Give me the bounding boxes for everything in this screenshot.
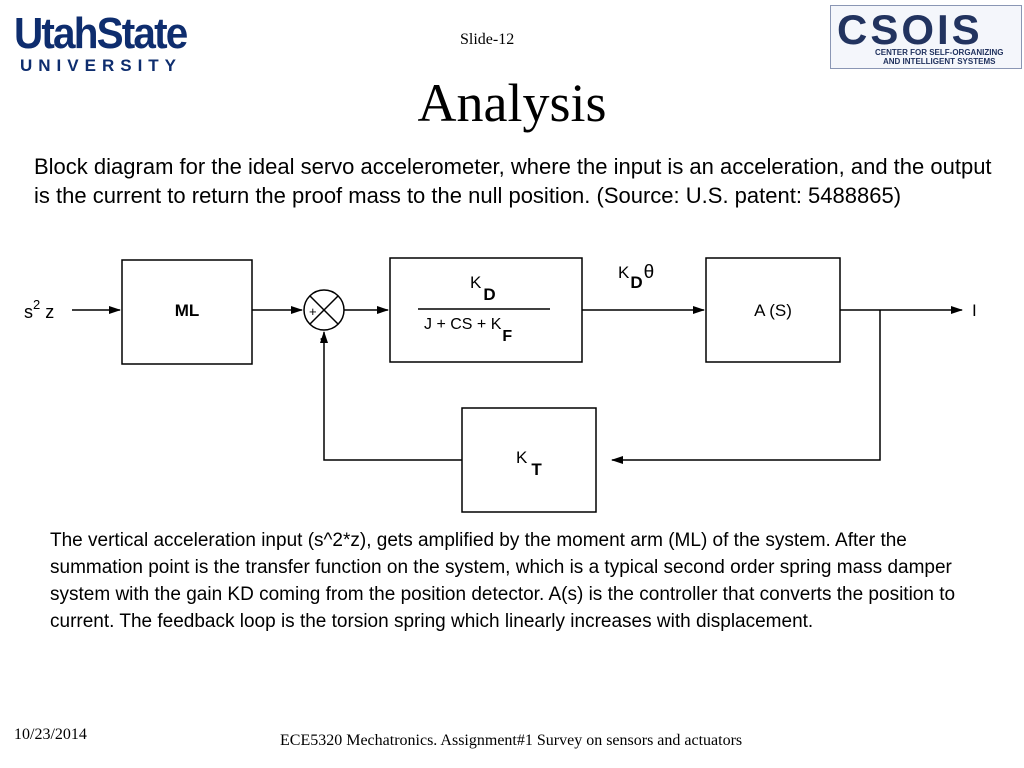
feedback-block [461,407,597,513]
block-diagram: s2 z ML + - KD J + CS + KF KDθ A (S) I K… [24,257,977,513]
mid-signal-label: KDθ [618,262,654,292]
sum-plus-sign: + [309,304,317,319]
output-label: I [972,301,977,320]
tf-denominator: J + CS + KF [424,316,512,345]
ml-block [121,259,253,365]
footer-date: 10/23/2014 [14,726,87,743]
logo-wordmark: UtahState [14,9,188,58]
sum-minus-sign: - [320,330,325,347]
intro-paragraph: Block diagram for the ideal servo accele… [34,154,992,208]
csois-subtitle-line2: AND INTELLIGENT SYSTEMS [883,57,996,66]
csois-logo: CSOIS CENTER FOR SELF-ORGANIZING AND INT… [830,5,1022,69]
slide-number: Slide-12 [460,31,515,48]
tf-numerator: KD [470,273,496,304]
ml-block-label: ML [175,301,200,320]
feedback-line-down [611,310,881,464]
feedback-block-label: KT [516,448,542,479]
csois-wordmark: CSOIS [837,6,983,53]
description-paragraph: The vertical acceleration input (s^2*z),… [50,530,956,632]
feedback-line-up [320,331,462,461]
logo-university: UNIVERSITY [20,56,183,75]
slide-title: Analysis [417,73,607,133]
controller-block-label: A (S) [754,301,792,320]
footer-course: ECE5320 Mechatronics. Assignment#1 Surve… [280,732,743,749]
transfer-function-block [389,257,583,363]
input-label: s2 z [24,297,54,322]
csois-subtitle-line1: CENTER FOR SELF-ORGANIZING [875,48,1004,57]
utah-state-logo: UtahState UNIVERSITY [14,9,200,76]
